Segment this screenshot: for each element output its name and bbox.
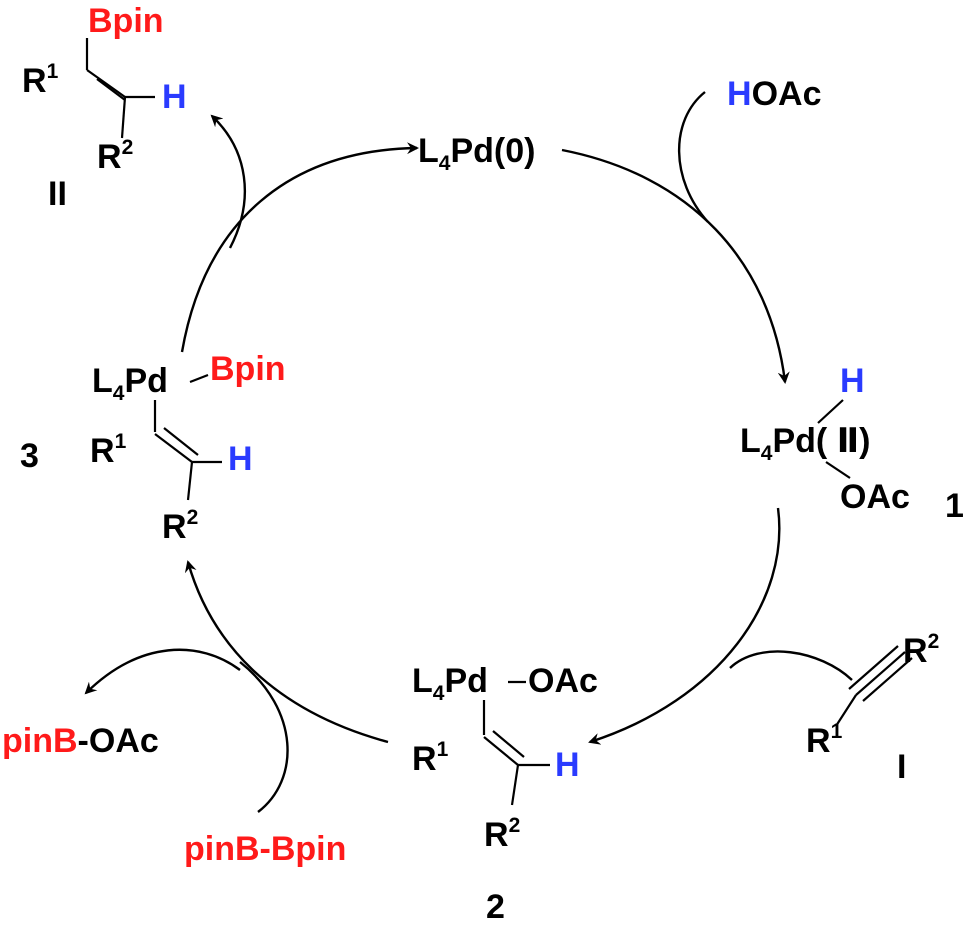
intermediate-1-label: 1 [945,487,964,525]
intermediate-1-oac: OAc [840,478,910,516]
alkyne-i-r2: R2 [903,630,939,670]
arc-3-to-pd0 [180,142,419,353]
intermediate-3-h: H [228,440,253,478]
intermediate-2-r1: R1 [412,738,449,778]
intermediate-1: H L4Pd( Ⅱ) OAc 1 [740,362,964,525]
product-ii-label: II [48,175,67,213]
intermediate-2-label: 2 [486,888,505,926]
alkyne-i-r1: R1 [806,720,843,760]
intermediate-1-pd: L4Pd( Ⅱ) [740,422,870,465]
intermediate-2-r2: R2 [484,814,520,854]
product-ii-r2: R2 [97,136,133,176]
product-ii: Bpin R1 H R2 II [22,2,187,213]
reagent-pinb-bpin: pinB-Bpin [184,830,346,868]
arrow-pinb-oac-out [84,648,241,695]
arrow-hoac-in [678,91,709,223]
intermediate-2-pd: L4Pd [412,662,488,705]
product-ii-h: H [162,78,187,116]
product-ii-bpin: Bpin [88,2,164,40]
arc-pd0-to-1 [561,148,790,384]
intermediate-3-label: 3 [20,437,39,475]
intermediate-2-oac: OAc [528,662,598,700]
product-ii-r1: R1 [22,60,59,100]
intermediate-3-r1: R1 [90,430,127,470]
intermediate-3: L4Pd Bpin R1 H R2 3 [20,350,286,546]
intermediate-3-bpin: Bpin [210,350,286,388]
intermediate-2-h: H [555,746,580,784]
intermediate-3-r2: R2 [162,506,198,546]
intermediate-2: L4Pd OAc R1 H R2 2 [412,662,598,926]
reagent-hoac: HOAc [727,75,821,113]
byproduct-pinb-oac: pinB-OAc [2,722,159,760]
arc-1-to-2 [588,507,781,745]
arrow-alkyne-in [729,650,853,681]
alkyne-i-label: I [897,748,906,786]
arrow-pinb-bpin-in [239,661,289,813]
catalyst-pd0: L4Pd(0) [418,132,535,175]
arc-2-to-3 [184,560,389,744]
intermediate-3-pd: L4Pd [92,362,168,405]
arrow-product-out [210,114,247,249]
intermediate-1-h: H [840,362,865,400]
alkyne-i: R2 R1 I [806,630,939,786]
